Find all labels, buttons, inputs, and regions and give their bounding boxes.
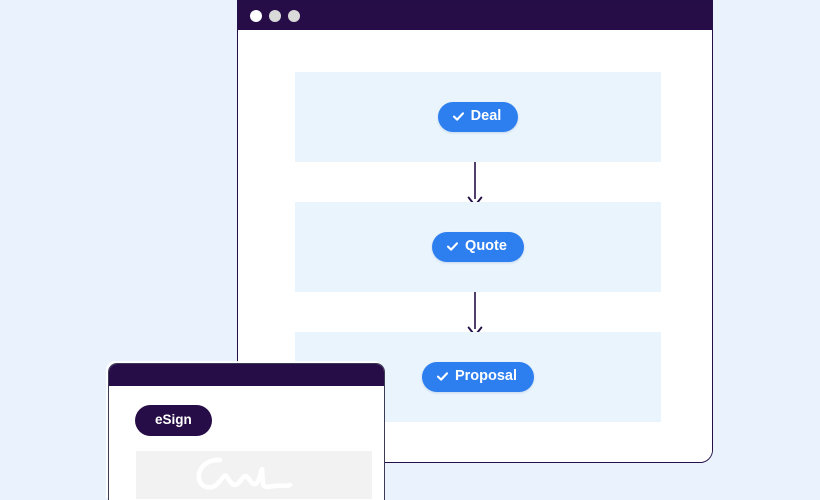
- step-pill-deal-label: Deal: [470, 108, 502, 125]
- signature-stroke-icon: [196, 457, 293, 490]
- flow-row-deal: Deal: [295, 72, 661, 162]
- esign-window-body: eSign: [109, 386, 384, 500]
- step-pill-deal[interactable]: Deal: [437, 102, 519, 132]
- traffic-light-dot-1[interactable]: [250, 9, 262, 22]
- check-icon: [436, 370, 449, 383]
- step-pill-proposal[interactable]: Proposal: [421, 362, 535, 392]
- esign-window-titlebar: [109, 364, 384, 386]
- workflow-window: Deal Quote: [237, 0, 713, 463]
- esign-badge-label: eSign: [155, 412, 192, 427]
- traffic-light-dot-3[interactable]: [288, 9, 300, 22]
- esign-badge[interactable]: eSign: [135, 405, 212, 436]
- step-pill-quote[interactable]: Quote: [432, 232, 524, 262]
- signature-field[interactable]: [136, 451, 372, 499]
- flow-row-quote: Quote: [295, 202, 661, 292]
- esign-window: eSign: [108, 363, 385, 500]
- step-pill-proposal-label: Proposal: [454, 368, 518, 385]
- traffic-light-dot-2[interactable]: [269, 9, 281, 22]
- check-icon: [446, 240, 459, 253]
- check-icon: [452, 110, 465, 123]
- step-pill-quote-label: Quote: [465, 238, 507, 255]
- workflow-window-titlebar: [238, 1, 712, 30]
